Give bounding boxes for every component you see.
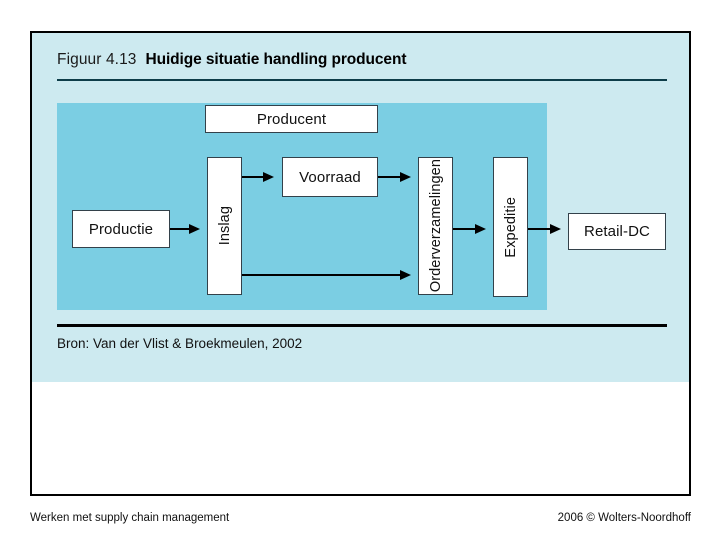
figure-title: Figuur 4.13 Huidige situatie handling pro… [57,51,667,69]
node-productie[interactable]: Productie [72,210,170,248]
arrow-productie-to-inslag-icon [170,224,200,234]
node-retail-dc[interactable]: Retail-DC [568,213,666,250]
node-productie-label: Productie [88,220,154,238]
source-note: Bron: Van der Vlist & Broekmeulen, 2002 [57,336,303,351]
node-expeditie-label: Expeditie [502,196,519,258]
arrow-inslag-to-orderverzamelingen-icon [242,270,411,280]
node-retail-dc-label: Retail-DC [584,223,650,240]
arrow-orderverzamelingen-to-expeditie-icon [453,224,486,234]
node-producent[interactable]: Producent [205,105,378,133]
node-inslag-label: Inslag [216,206,233,246]
node-expeditie[interactable]: Expeditie [493,157,528,297]
footer-title: Werken met supply chain management [30,512,230,524]
arrow-expeditie-to-retail-dc-icon [528,224,561,234]
diagram-area [57,103,547,310]
footer: Werken met supply chain management 2006 … [30,512,691,524]
figure-label: Figuur 4.13 [57,51,137,68]
arrow-inslag-to-voorraad-icon [242,172,274,182]
slide-frame: Figuur 4.13 Huidige situatie handling pro… [30,31,691,496]
node-orderverzamelingen[interactable]: Orderverzamelingen [418,157,453,295]
node-orderverzamelingen-label: Orderverzamelingen [427,159,444,293]
figure-caption: Huidige situatie handling producent [145,51,407,68]
figure-panel: Figuur 4.13 Huidige situatie handling pro… [32,33,689,382]
arrow-voorraad-to-orderverzamelingen-icon [378,172,411,182]
node-producent-label: Producent [256,110,327,128]
title-divider [57,79,667,81]
node-inslag[interactable]: Inslag [207,157,242,295]
node-voorraad[interactable]: Voorraad [282,157,378,197]
node-voorraad-label: Voorraad [299,168,361,186]
footer-copyright: 2006 © Wolters-Noordhoff [557,512,691,524]
source-divider [57,324,667,327]
